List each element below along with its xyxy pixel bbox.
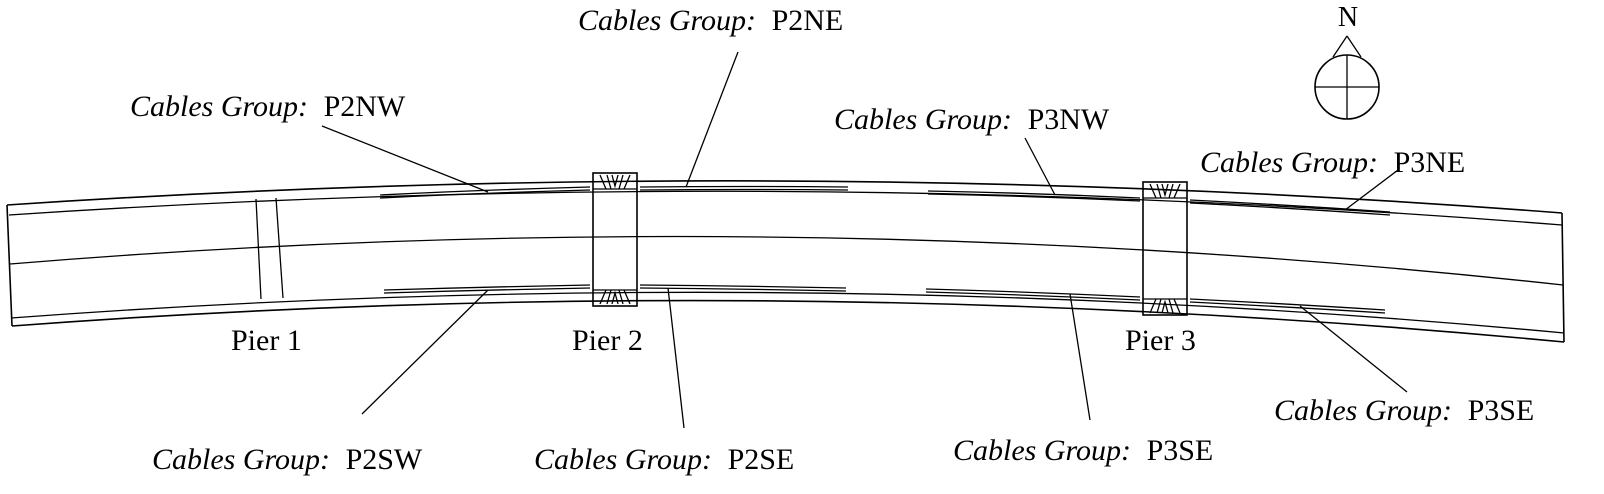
deck-east-end (1561, 212, 1565, 343)
label-p2ne: Cables Group: P2NE (578, 4, 843, 37)
leader-p3se-mid (1069, 293, 1091, 421)
label-p2sw: Cables Group: P2SW (152, 443, 423, 476)
north-arrow-compass-icon: N (1314, 2, 1380, 120)
label-p3se-right: Cables Group: P3SE (1274, 394, 1534, 427)
pier-3-structure (1142, 181, 1188, 316)
pier-2-label: Pier 2 (572, 324, 643, 357)
deck-north-edge-outer (6, 180, 1563, 214)
leader-p2ne (685, 51, 739, 188)
deck-west-end (6, 204, 13, 327)
cable-group-p3se-mid-strip (925, 288, 1141, 301)
cable-group-p2sw-strip (383, 284, 591, 294)
leader-p3se-right (1299, 305, 1408, 393)
north-label: N (1338, 2, 1358, 33)
pier-1-structure (255, 197, 284, 300)
bridge-deck (6, 180, 1565, 343)
leader-p3nw (1024, 137, 1056, 196)
cable-group-p3se-right-strip (1189, 298, 1386, 314)
cable-group-p3nw-strip (927, 190, 1141, 202)
label-p2nw: Cables Group: P2NW (130, 90, 406, 123)
leader-p2sw (361, 289, 489, 415)
label-p3ne: Cables Group: P3NE (1200, 146, 1465, 179)
cable-group-p2se-strip (639, 284, 847, 292)
pier-1-label: Pier 1 (231, 324, 302, 357)
leader-lines (321, 51, 1408, 429)
label-p3nw: Cables Group: P3NW (834, 103, 1110, 136)
deck-south-edge-outer (11, 299, 1565, 343)
label-p2se: Cables Group: P2SE (534, 443, 794, 476)
cable-group-p3ne-strip (1189, 199, 1391, 216)
cable-group-p2ne-strip (639, 185, 849, 191)
cable-groups (379, 185, 1391, 314)
deck-north-edge-inner (8, 190, 1563, 226)
pier-2-structure (592, 172, 638, 307)
pier-3-label: Pier 3 (1125, 324, 1196, 357)
deck-south-edge-inner (10, 291, 1565, 334)
leader-p2nw (321, 125, 489, 193)
deck-centerline (9, 235, 1564, 286)
leader-p3ne (1344, 169, 1399, 211)
leader-p2se (667, 287, 685, 429)
label-p3se-mid: Cables Group: P3SE (953, 434, 1213, 467)
